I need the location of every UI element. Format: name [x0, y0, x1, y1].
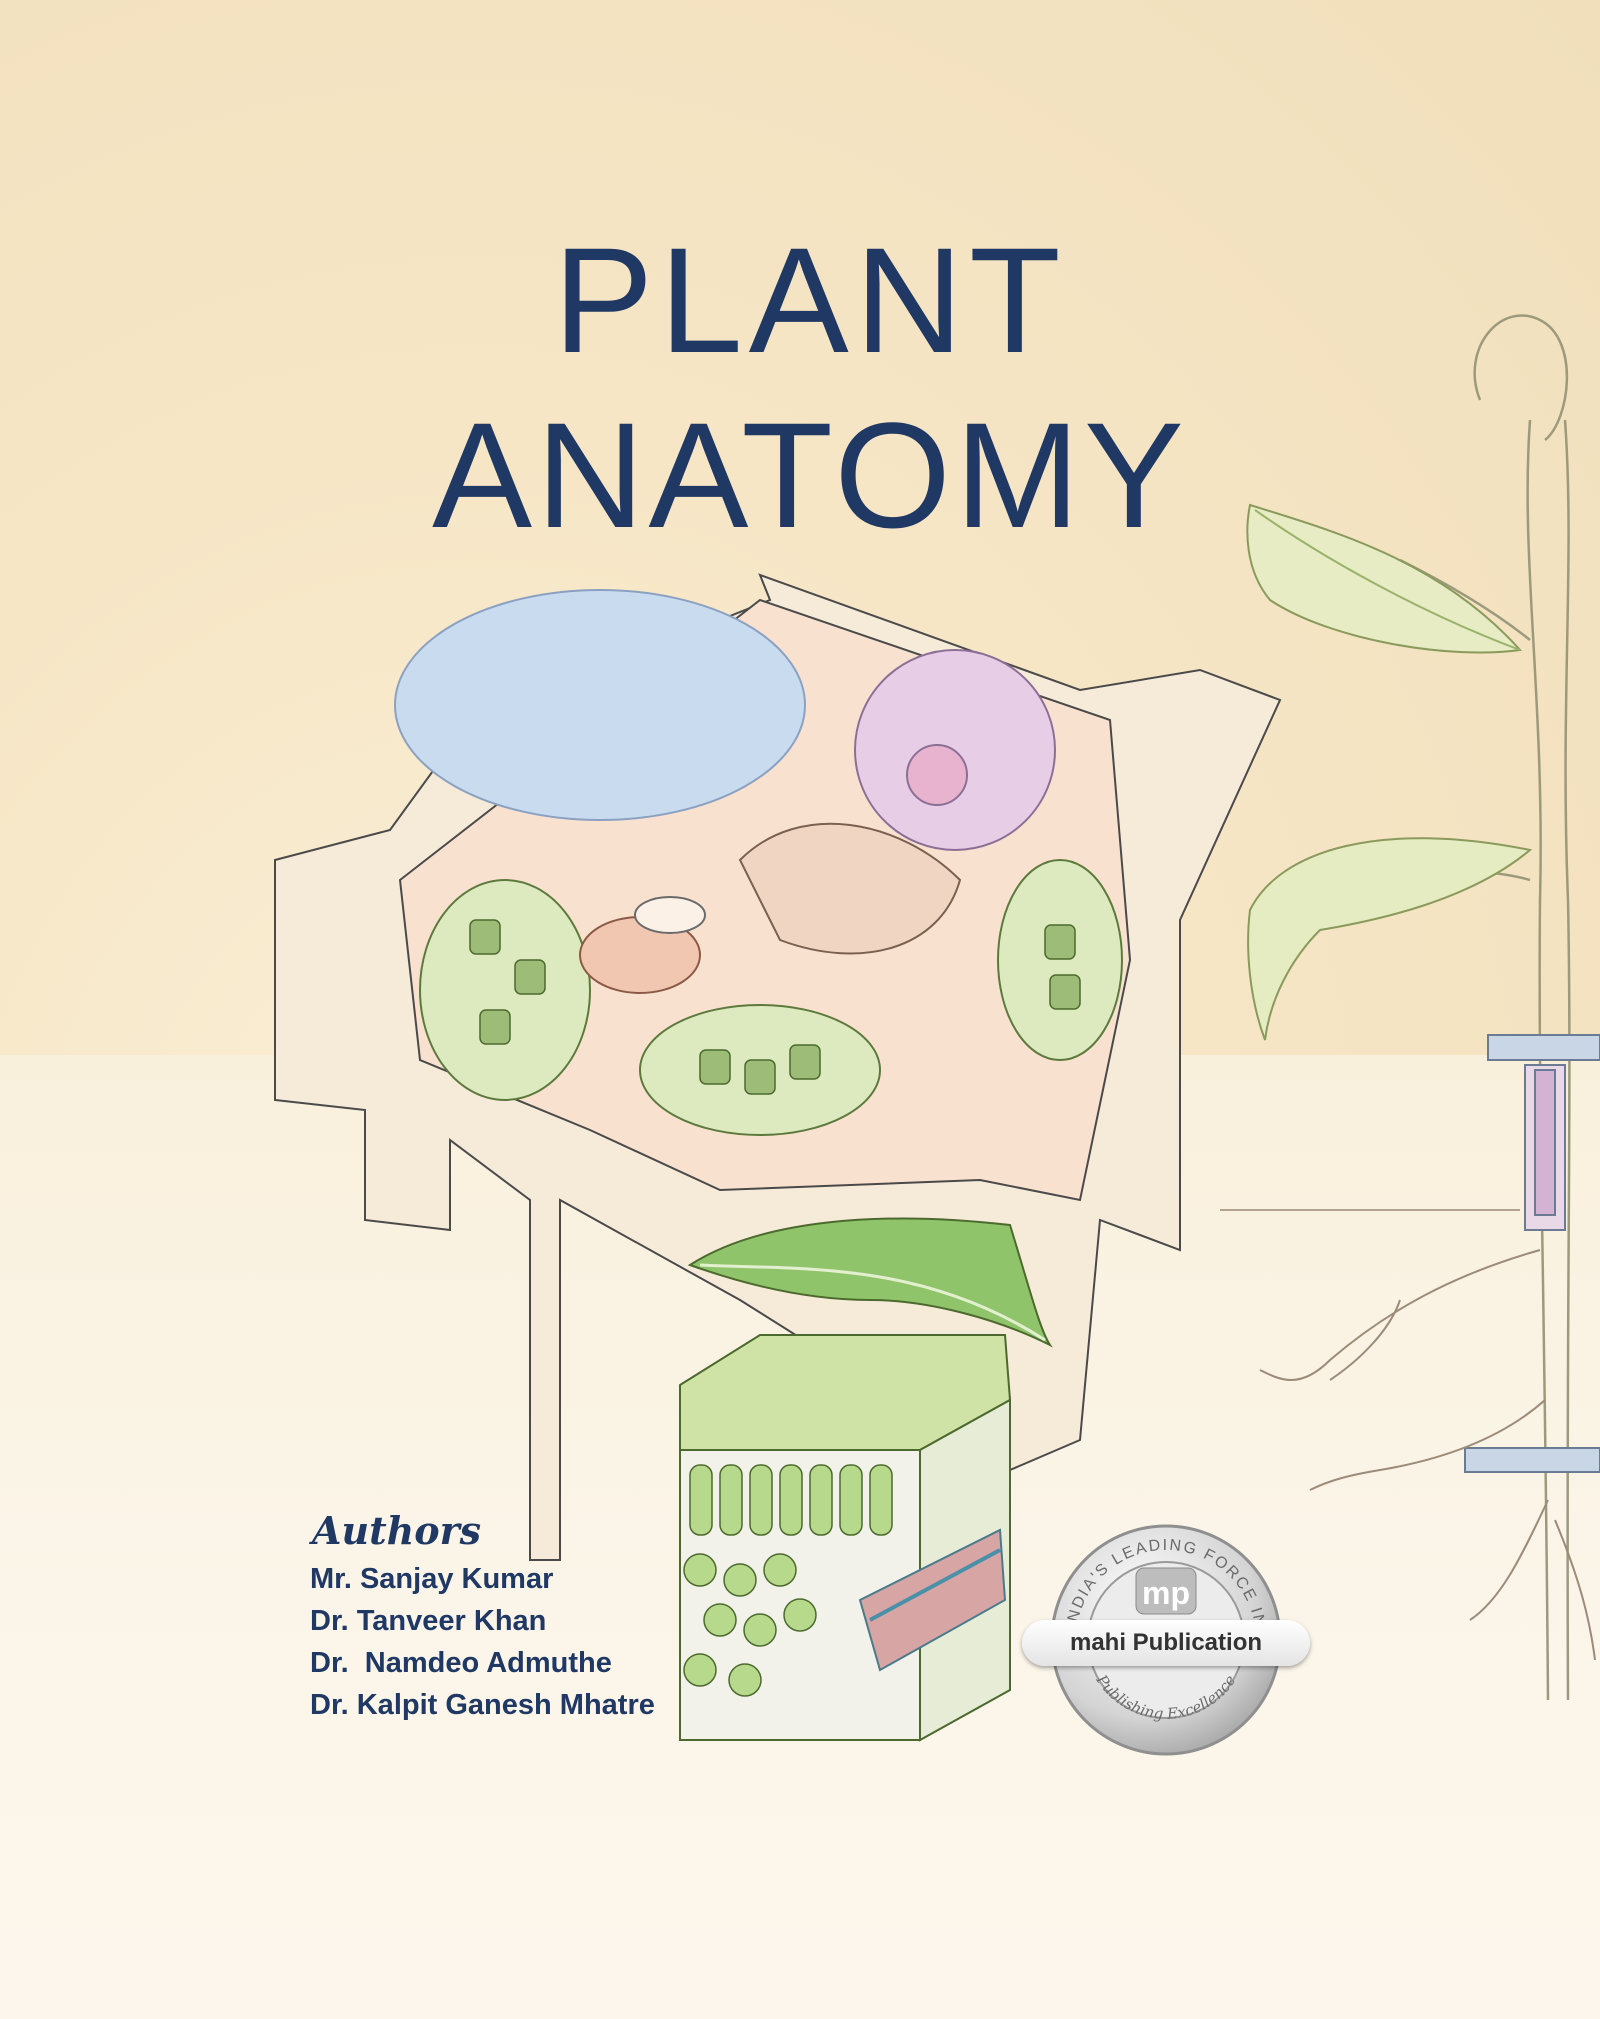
authors-heading: Authors — [312, 1508, 482, 1553]
author-1: Mr. Sanjay Kumar — [310, 1563, 554, 1595]
publisher-name: mahi Publication — [1022, 1620, 1310, 1666]
roots — [1220, 1209, 1596, 1661]
mesophyll-cells — [683, 1464, 893, 1697]
book-title-line-2: ANATOMY — [432, 391, 1188, 559]
stem-section — [1464, 1034, 1600, 1473]
author-2: Dr. Tanveer Khan — [310, 1605, 547, 1637]
plant-drawing — [1319, 314, 1571, 1701]
leaf-top — [1246, 503, 1522, 654]
seal-logo-letters: mp — [1142, 1575, 1190, 1611]
chloroplast-stacks — [469, 919, 1081, 1095]
book-title-line-1: PLANT — [553, 216, 1067, 384]
author-4: Dr. Kalpit Ganesh Mhatre — [310, 1689, 655, 1721]
leaf-middle — [1247, 837, 1533, 1041]
leaf-illustration — [687, 1217, 1053, 1348]
author-3: Dr. Namdeo Admuthe — [310, 1647, 612, 1679]
